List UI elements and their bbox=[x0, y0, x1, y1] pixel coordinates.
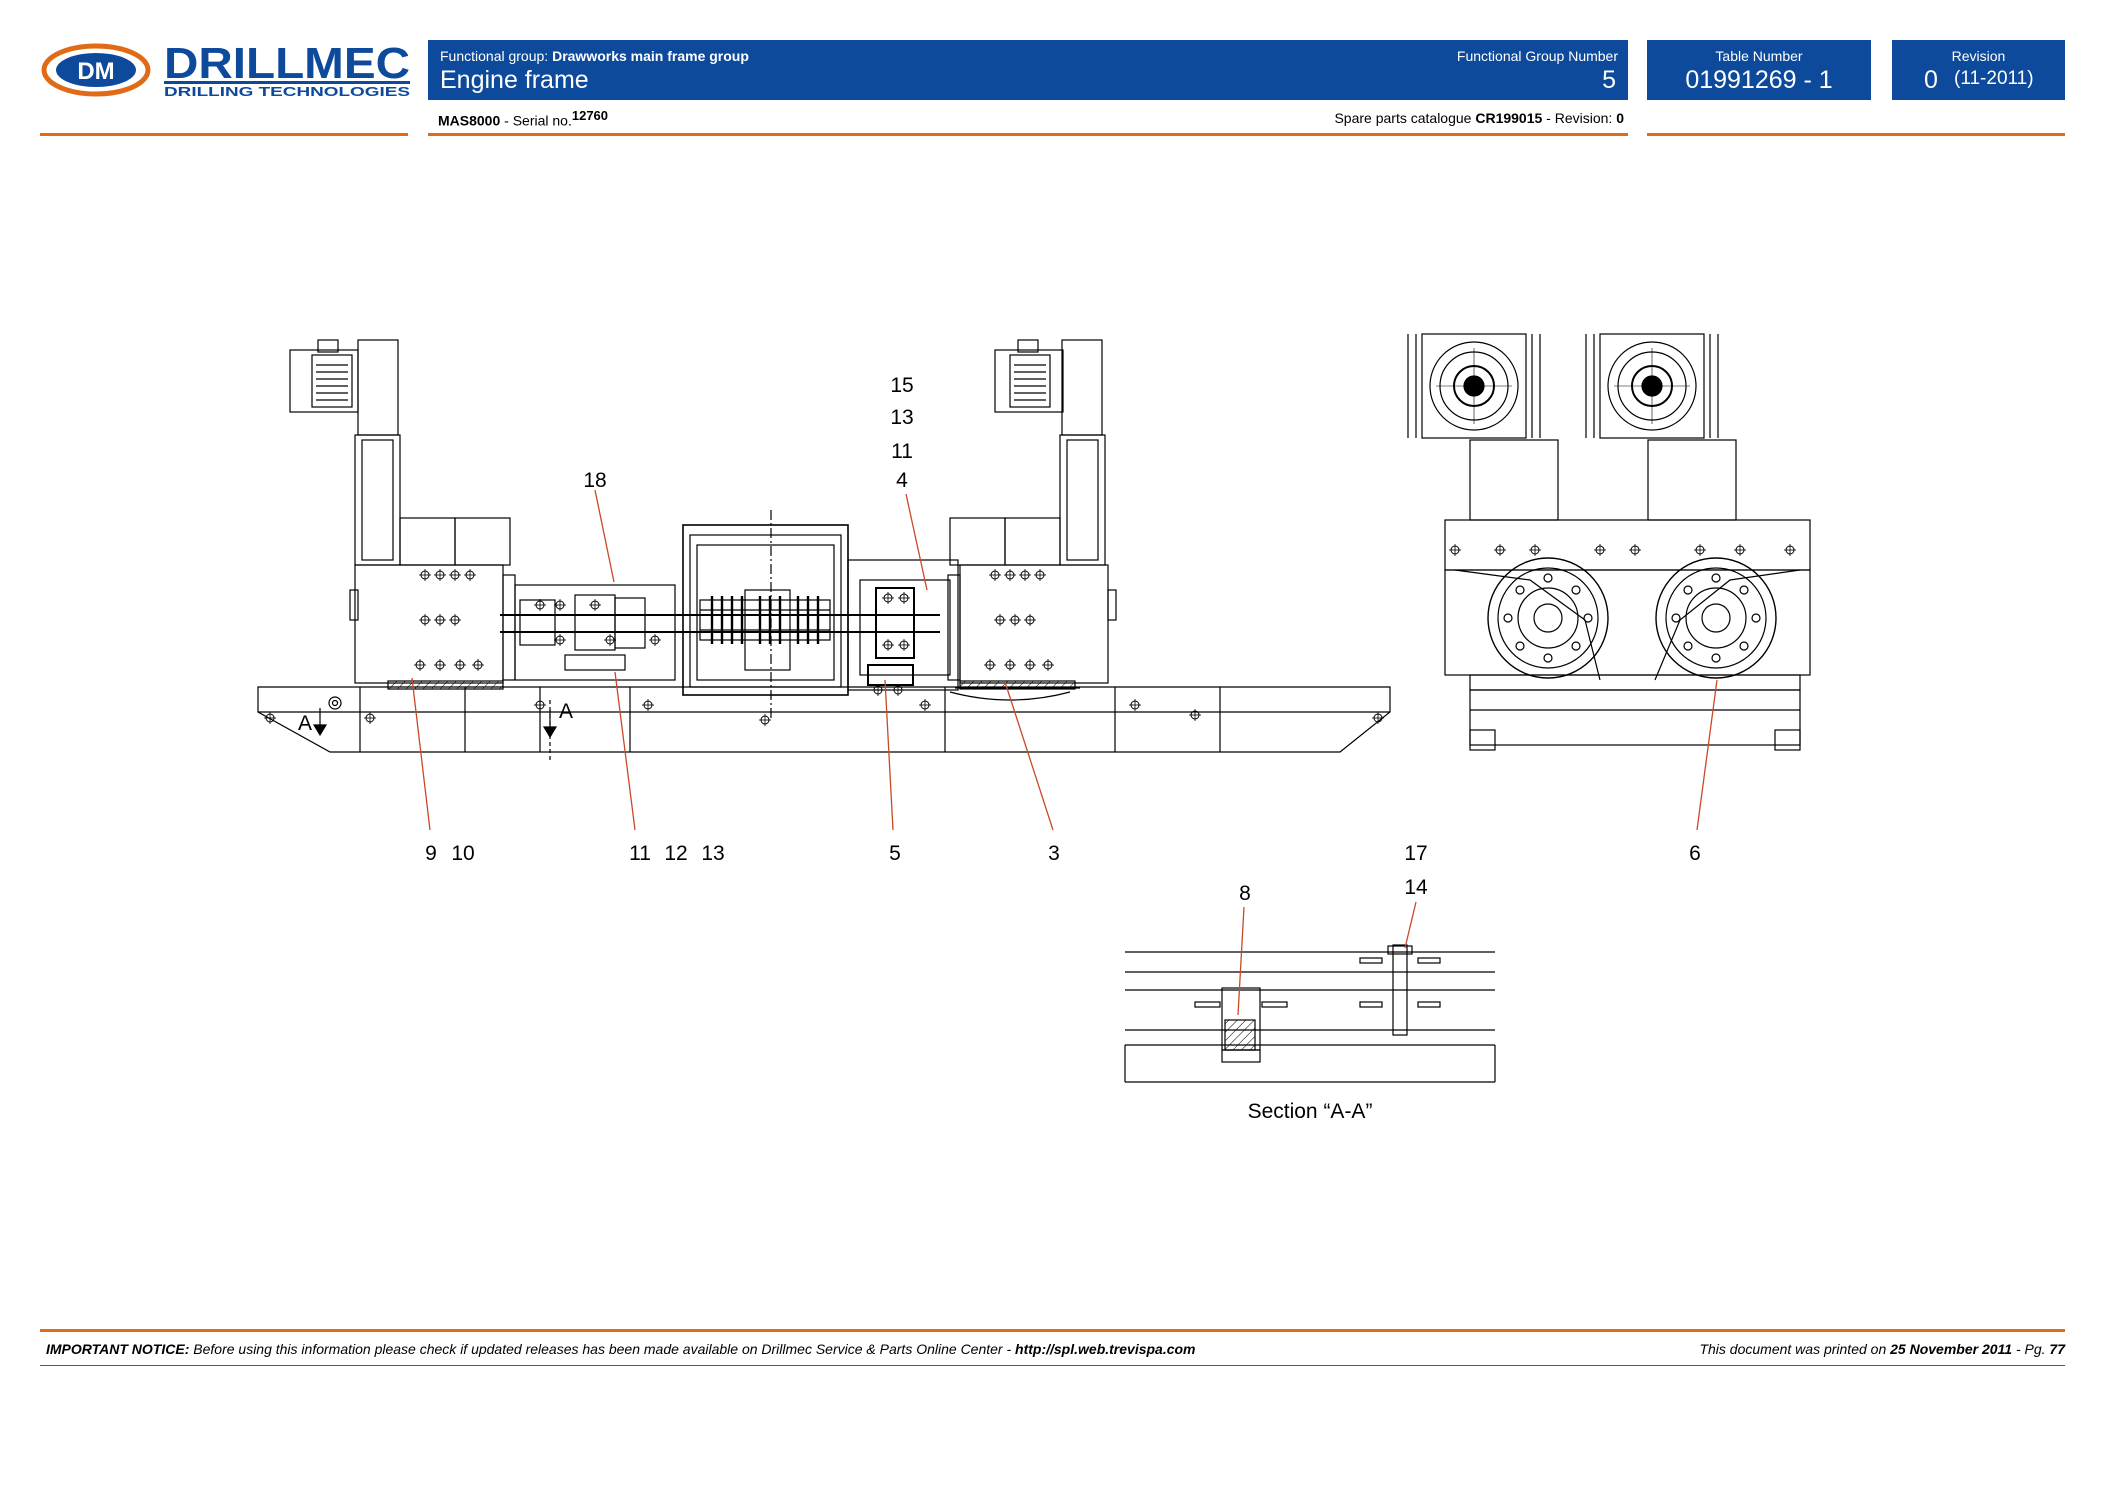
revision-label: Revision bbox=[1951, 48, 2006, 64]
catalogue-revision-prefix: - Revision: bbox=[1542, 110, 1617, 126]
notice-label: IMPORTANT NOTICE: bbox=[46, 1341, 190, 1357]
svg-text:DRILLMEC: DRILLMEC bbox=[164, 40, 410, 88]
functional-group-prefix: Functional group: bbox=[440, 48, 553, 64]
callout-8: 8 bbox=[1239, 882, 1251, 905]
callout-4: 4 bbox=[896, 469, 908, 492]
header-rule-right bbox=[1647, 133, 2065, 136]
functional-group-name: Drawworks main frame group bbox=[552, 48, 749, 64]
callout-11: 11 bbox=[891, 440, 913, 463]
model-code: MAS8000 bbox=[438, 112, 501, 129]
printed-prefix: This document was printed on bbox=[1699, 1341, 1891, 1357]
print-info: This document was printed on 25 November… bbox=[1699, 1341, 2065, 1357]
functional-group-number-label: Functional Group Number bbox=[1456, 48, 1618, 64]
callout-15: 15 bbox=[890, 374, 913, 397]
callout-18: 18 bbox=[583, 469, 606, 492]
functional-group-line: Functional group: Drawworks main frame g… bbox=[440, 48, 749, 64]
revision-date: (11-2011) bbox=[1954, 68, 2034, 89]
printed-date: 25 November 2011 bbox=[1890, 1341, 2013, 1357]
callout-13: 13 bbox=[701, 842, 724, 865]
page-prefix: - Pg. bbox=[2012, 1341, 2050, 1357]
end-view bbox=[1407, 333, 1811, 751]
notice-url-link[interactable]: http://spl.web.trevispa.com bbox=[1015, 1341, 1196, 1357]
page-title: Engine frame bbox=[440, 66, 589, 94]
leader-lines bbox=[411, 489, 1718, 1016]
serial-line: MAS8000 - Serial no.12760 bbox=[438, 108, 608, 129]
serial-prefix: - Serial no. bbox=[500, 112, 572, 129]
functional-group-number: 5 bbox=[1602, 66, 1616, 94]
callout-13: 13 bbox=[890, 406, 913, 429]
catalogue-prefix: Spare parts catalogue bbox=[1334, 110, 1476, 126]
section-mark-a-right: A bbox=[559, 700, 573, 723]
callout-11: 11 bbox=[629, 842, 651, 865]
footer-rule-top bbox=[40, 1329, 2065, 1332]
callout-3: 3 bbox=[1048, 842, 1060, 865]
catalogue-code: CR199015 bbox=[1475, 110, 1543, 126]
functional-group-box: Functional group: Drawworks main frame g… bbox=[428, 40, 1628, 100]
callout-10: 10 bbox=[451, 842, 474, 865]
catalogue-line: Spare parts catalogue CR199015 - Revisio… bbox=[1334, 110, 1624, 126]
callout-17: 17 bbox=[1404, 842, 1427, 865]
side-view bbox=[257, 339, 1391, 760]
notice-text: Before using this information please che… bbox=[189, 1341, 1016, 1357]
page-number: 77 bbox=[2049, 1341, 2065, 1357]
section-caption: Section “A-A” bbox=[1248, 1100, 1373, 1123]
revision-number: 0 bbox=[1924, 66, 1938, 94]
section-a-a-view bbox=[1124, 944, 1496, 1083]
catalogue-revision: 0 bbox=[1616, 110, 1624, 126]
callout-14: 14 bbox=[1404, 876, 1428, 899]
header-rule-middle bbox=[428, 133, 1628, 136]
callout-5: 5 bbox=[889, 842, 901, 865]
revision-box: Revision 0 (11-2011) bbox=[1892, 40, 2065, 100]
section-mark-a-left: A bbox=[298, 712, 312, 735]
important-notice: IMPORTANT NOTICE: Before using this info… bbox=[46, 1341, 1196, 1357]
drillmec-logo: DM DRILLMEC DRILLING TECHNOLOGIES bbox=[40, 39, 412, 100]
svg-text:DRILLING TECHNOLOGIES: DRILLING TECHNOLOGIES bbox=[164, 84, 410, 99]
callout-6: 6 bbox=[1689, 842, 1701, 865]
footer-rule-bottom bbox=[40, 1365, 2065, 1366]
svg-text:DM: DM bbox=[77, 58, 114, 85]
table-number: 01991269 - 1 bbox=[1685, 66, 1833, 94]
header-rule-left bbox=[40, 133, 408, 136]
table-number-box: Table Number 01991269 - 1 bbox=[1647, 40, 1871, 100]
callout-9: 9 bbox=[425, 842, 437, 865]
callout-12: 12 bbox=[664, 842, 687, 865]
serial-number: 12760 bbox=[571, 108, 609, 123]
table-number-label: Table Number bbox=[1715, 48, 1803, 64]
